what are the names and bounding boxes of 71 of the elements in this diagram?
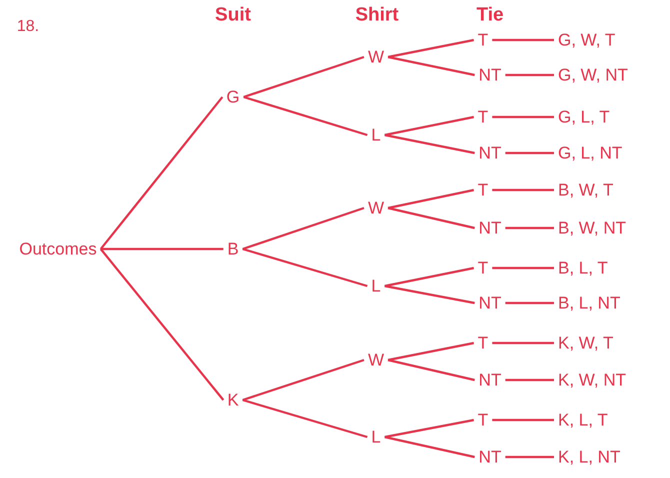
branch-label: B <box>227 240 239 258</box>
column-heading: 18. <box>16 19 40 35</box>
outcome-label: G, W, NT <box>558 66 628 84</box>
tree-branch <box>492 266 554 270</box>
outcome-label: B, W, T <box>558 182 614 198</box>
tree-branch <box>505 74 554 76</box>
tree-branch <box>388 38 474 58</box>
branch-label: W <box>368 352 384 368</box>
tree-branch <box>388 188 474 210</box>
tree-branch <box>505 302 554 304</box>
tree-branch <box>242 248 368 288</box>
column-heading: Suit <box>215 6 251 24</box>
tree-branch <box>492 116 554 118</box>
tree-branch <box>384 116 474 136</box>
tree-branch <box>388 342 474 362</box>
tree-branch <box>242 358 364 402</box>
outcome-label: K, W, NT <box>558 372 626 388</box>
tree-branch <box>505 378 554 382</box>
outcome-label: B, L, NT <box>558 294 620 312</box>
tree-branch <box>243 96 368 136</box>
tree-branch <box>384 418 474 438</box>
tree-branch <box>505 152 554 154</box>
branch-label: T <box>478 334 488 352</box>
outcome-label: G, W, T <box>558 32 616 48</box>
branch-label: NT <box>478 144 502 162</box>
branch-label: L <box>371 126 381 144</box>
tree-branch <box>505 456 554 458</box>
outcome-label: K, L, NT <box>558 448 620 466</box>
tree-branch <box>388 206 475 230</box>
tree-branch <box>384 134 475 154</box>
tree-branch <box>492 38 554 42</box>
column-heading: Tie <box>476 6 504 24</box>
outcome-label: G, L, T <box>558 108 610 126</box>
tree-branch <box>242 398 368 438</box>
branch-label: L <box>371 428 381 446</box>
tree-branch <box>384 284 475 304</box>
tree-branch <box>388 56 475 76</box>
branch-label: W <box>368 48 384 66</box>
branch-label: T <box>478 412 488 428</box>
branch-label: NT <box>478 372 502 388</box>
branch-label: G <box>226 88 240 106</box>
outcome-label: B, W, NT <box>558 220 626 236</box>
root-label: Outcomes <box>19 240 97 258</box>
branch-label: T <box>478 108 488 126</box>
outcome-label: K, W, T <box>558 334 614 352</box>
branch-label: NT <box>478 66 502 84</box>
tree-branch <box>100 248 224 401</box>
branch-label: K <box>227 392 239 408</box>
outcome-label: K, L, T <box>558 412 608 428</box>
branch-label: T <box>478 260 488 276</box>
outcome-label: G, L, NT <box>558 144 622 162</box>
tree-branch <box>384 266 474 288</box>
tree-branch <box>242 206 364 250</box>
branch-label: L <box>371 278 381 294</box>
tree-branch <box>100 96 224 250</box>
tree-branch <box>100 248 224 250</box>
branch-label: T <box>478 32 488 48</box>
tree-branch <box>492 188 554 192</box>
branch-label: NT <box>478 448 502 466</box>
tree-branch <box>388 358 475 382</box>
tree-branch <box>505 226 554 230</box>
tree-branch <box>492 418 554 422</box>
column-heading: Shirt <box>355 6 399 24</box>
branch-label: W <box>368 200 384 216</box>
tree-branch <box>243 56 364 98</box>
tree-branch <box>492 342 554 344</box>
branch-label: T <box>478 182 488 198</box>
outcome-label: B, L, T <box>558 260 608 276</box>
branch-label: NT <box>478 220 502 236</box>
tree-branch <box>384 436 475 458</box>
branch-label: NT <box>478 294 502 312</box>
